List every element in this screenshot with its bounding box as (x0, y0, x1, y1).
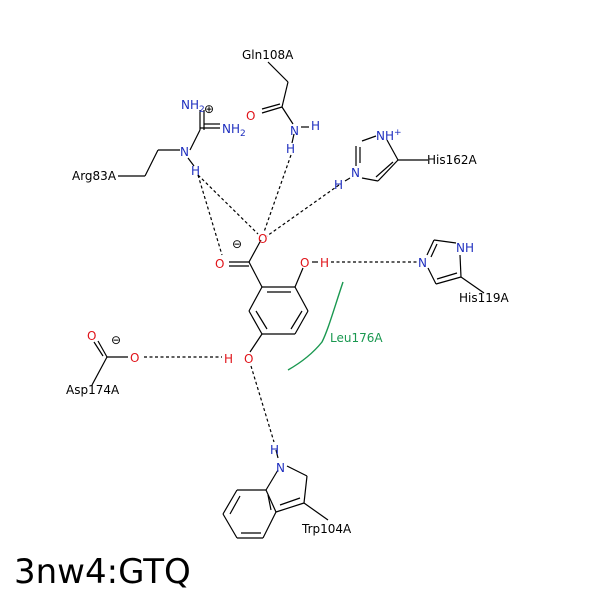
trp104-residue (222, 449, 329, 539)
residue-label-arg83: Arg83A (72, 169, 117, 183)
his162-h: H (334, 178, 343, 192)
trp-h: H (270, 443, 279, 457)
his119-n: N (418, 256, 427, 270)
arg-nh2-top: NH2 (181, 98, 205, 115)
residue-label-his162: His162A (427, 153, 478, 167)
residue-label-gln108: Gln108A (242, 48, 294, 62)
ligand-bonds (229, 239, 318, 353)
asp-o-right: O (130, 351, 139, 365)
arg-nh2-right: NH2 (222, 122, 246, 139)
his119-nh: NH (456, 241, 474, 255)
atom-labels: O O ⊖ O H O H NH2 ⊕ NH2 N H O N H H NH+ … (87, 98, 474, 475)
leu176-hydrophobic-arc (287, 281, 344, 371)
carboxylate-o-left: O (215, 257, 224, 271)
asp-o-upper: O (87, 329, 96, 343)
hydroxyl-h-lower: H (224, 352, 233, 366)
arg-h: H (191, 164, 200, 178)
gln-n: N (290, 124, 299, 138)
his162-residue (344, 135, 428, 182)
his162-nh-plus: NH+ (376, 128, 402, 143)
his119-residue (426, 239, 485, 294)
residue-label-his119: His119A (459, 291, 510, 305)
arg83-residue (118, 110, 220, 177)
hydroxyl-h-upper: H (320, 256, 329, 270)
residue-label-trp104: Trp104A (301, 522, 352, 536)
his162-n: N (351, 166, 360, 180)
hydroxyl-o-lower: O (244, 352, 253, 366)
arg-charge-plus: ⊕ (204, 102, 214, 116)
ligand-title: 3nw4:GTQ (14, 552, 191, 592)
residue-labels: Gln108A Arg83A His162A His119A Leu176A A… (66, 48, 510, 536)
residue-label-asp174: Asp174A (66, 383, 120, 397)
gln108-residue (261, 61, 309, 144)
ligand-charge-minus: ⊖ (232, 237, 242, 251)
gln-h-below: H (286, 142, 295, 156)
carboxylate-o-upper: O (258, 232, 267, 246)
hydroxyl-o-upper: O (300, 256, 309, 270)
asp174-residue (91, 340, 128, 386)
gln-o: O (246, 109, 255, 123)
trp-n: N (276, 461, 285, 475)
residue-label-leu176: Leu176A (330, 331, 383, 345)
asp-charge-minus: ⊖ (111, 333, 121, 347)
hydrogen-bonds (144, 154, 417, 443)
gln-h-right: H (311, 119, 320, 133)
arg-n: N (180, 145, 189, 159)
